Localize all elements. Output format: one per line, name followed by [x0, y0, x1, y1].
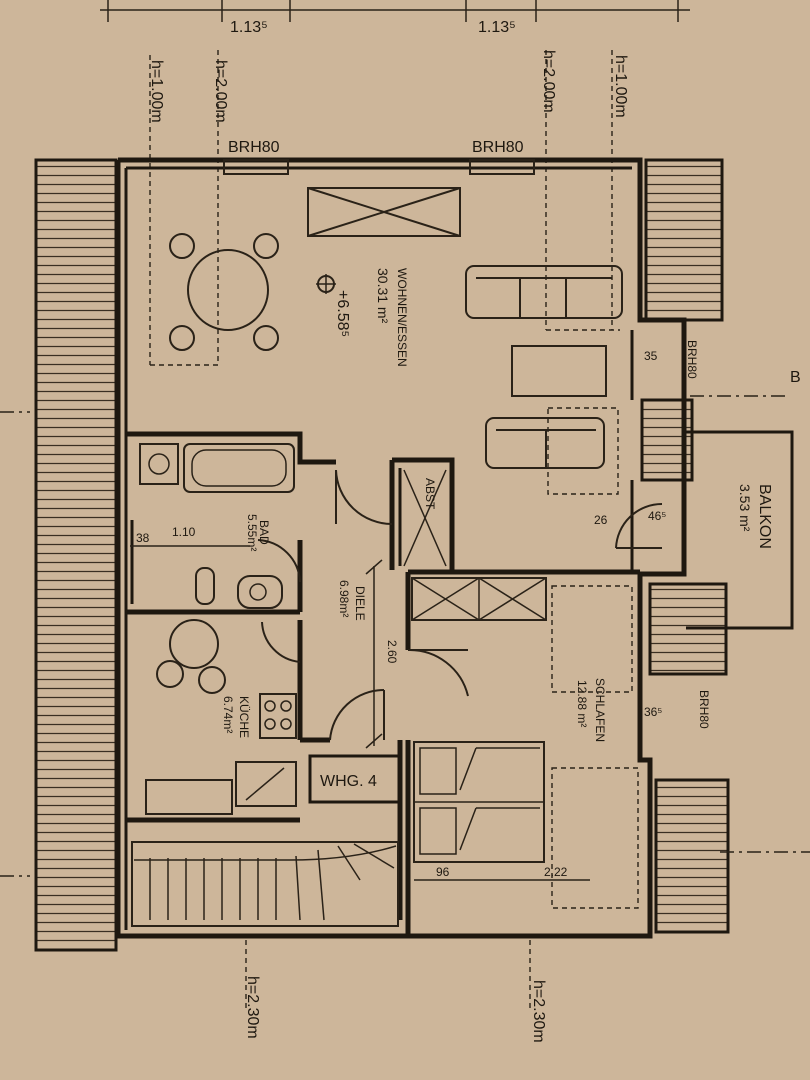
room-area-diele: 6.98m²	[337, 580, 351, 617]
room-name-kueche: KÜCHE	[237, 696, 251, 738]
dining-table	[169, 233, 279, 351]
window-label-brh80-balcony: BRH80	[685, 340, 699, 379]
dimension-top-left: 1.13⁵	[230, 19, 268, 36]
interior-walls	[126, 330, 642, 936]
staircase	[131, 841, 399, 927]
cabinet-wohnen	[307, 187, 461, 237]
sill-label-bottom-right: h=2.30m	[530, 980, 547, 1043]
window-label-brh80-right: BRH80	[472, 139, 524, 156]
double-bed	[413, 741, 545, 863]
dimension-26: 26	[594, 513, 608, 527]
storage-abst: ABST	[403, 469, 447, 567]
dimension-1-10: 1.10	[172, 525, 196, 539]
section-line-a	[0, 851, 810, 877]
room-name-wohnen: WOHNEN/ESSEN	[395, 268, 409, 367]
sofa-bottom	[485, 417, 605, 469]
sill-lines-bottom	[245, 940, 531, 1010]
dimension-35: 35	[644, 349, 658, 363]
room-area-schlafen: 12.88 m²	[575, 680, 589, 727]
room-area-wohnen: 30.31 m²	[375, 268, 391, 324]
sill-lines-top	[149, 50, 620, 366]
bad-dimension: 38 1.10	[130, 525, 250, 547]
sink	[235, 761, 297, 807]
floor-area-outline	[551, 767, 639, 909]
window-left	[223, 159, 289, 175]
dimension-46-5: 46⁵	[648, 509, 666, 523]
room-name-bad: BAD	[257, 520, 271, 545]
sill-label-left-1: h=1.00m	[148, 60, 165, 123]
window-label-brh80-left: BRH80	[228, 139, 280, 156]
sofa-top	[465, 265, 623, 319]
bed-surround	[551, 585, 633, 693]
coffee-table	[511, 345, 607, 397]
rug-outline	[547, 407, 619, 495]
stove	[259, 693, 297, 739]
sill-label-left-2: h=2.00m	[212, 60, 229, 123]
washbasin	[139, 443, 179, 485]
section-line-b: B	[0, 369, 801, 413]
roof-slope-left	[34, 158, 118, 952]
room-name-balkon: BALKON	[756, 484, 773, 549]
room-area-balkon: 3.53 m²	[737, 484, 753, 532]
dimension-96: 96	[436, 865, 450, 879]
wardrobe	[411, 577, 547, 621]
bed-dimensions: 96 2.22	[414, 865, 590, 881]
room-name-diele: DIELE	[353, 586, 367, 621]
window-right	[469, 159, 535, 175]
section-marker-b: B	[790, 369, 801, 386]
level-value: +6.58⁵	[334, 290, 351, 337]
toilet	[195, 567, 283, 609]
dimension-36-5: 36⁵	[644, 705, 662, 719]
room-name-schlafen: SCHLAFEN	[593, 678, 607, 742]
dimension-top-right: 1.13⁵	[478, 19, 516, 36]
window-label-brh80-schlafen: BRH80	[697, 690, 711, 729]
room-area-kueche: 6.74m²	[221, 696, 235, 733]
top-dimension-line: 1.13⁵ 1.13⁵	[100, 0, 690, 36]
diele-dimension: 2.60	[365, 559, 399, 749]
level-marker: +6.58⁵	[316, 274, 351, 337]
label-abst: ABST	[423, 478, 437, 510]
kitchen-counter	[145, 779, 233, 815]
label-whg: WHG. 4	[320, 773, 377, 790]
sill-label-right-2: h=2.00m	[540, 50, 557, 113]
doors	[257, 469, 663, 741]
balcony: BALKON 3.53 m²	[686, 430, 794, 630]
sill-label-right-1: h=1.00m	[612, 55, 629, 118]
dimension-2-22: 2.22	[544, 865, 568, 879]
dimension-2-60: 2.60	[385, 640, 399, 664]
sill-label-bottom-left: h=2.30m	[244, 976, 261, 1039]
dimension-38: 38	[136, 531, 150, 545]
room-wohnen-label: WOHNEN/ESSEN 30.31 m²	[375, 268, 409, 367]
kitchen-table	[156, 619, 226, 694]
bathtub	[183, 443, 295, 493]
room-area-bad: 5.55m²	[245, 514, 259, 551]
